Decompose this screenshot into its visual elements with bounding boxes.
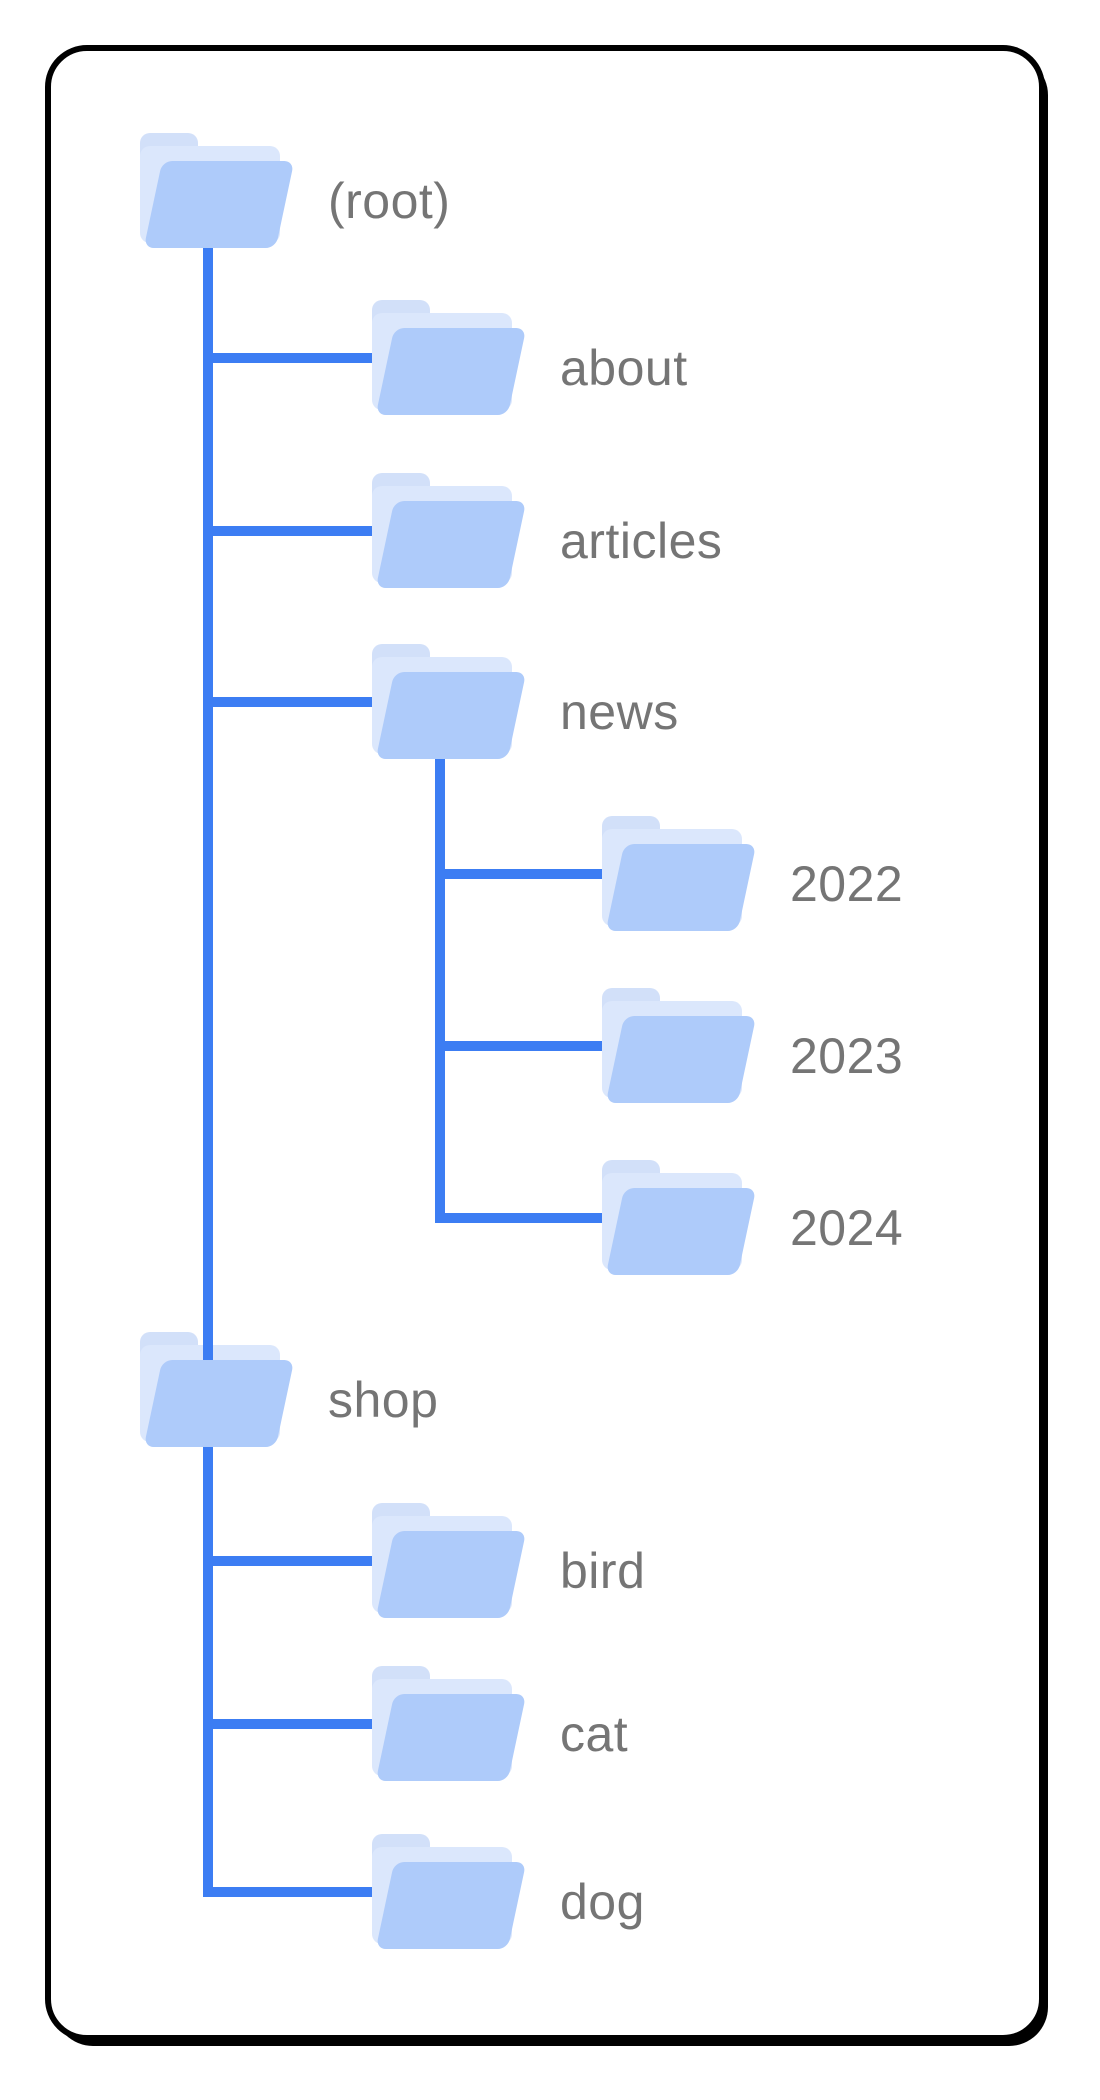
folder-label-root: (root) — [328, 173, 450, 229]
connector-branch-news — [203, 697, 392, 707]
connector-branches — [203, 353, 622, 1897]
folder-front-cat — [377, 1694, 525, 1781]
folder-labels: (root) about articles news 2022 2023 2024 shop b… — [328, 173, 903, 1930]
connector-trunk-news — [435, 752, 445, 1223]
folder-label-about: about — [560, 340, 688, 396]
folder-label-articles: articles — [560, 513, 722, 569]
folder-label-news: news — [560, 684, 679, 740]
folder-label-bird: bird — [560, 1543, 645, 1599]
folder-label-shop: shop — [328, 1372, 438, 1428]
folder-label-dog: dog — [560, 1874, 645, 1930]
folder-front-shop — [145, 1360, 293, 1447]
folder-label-2022: 2022 — [790, 856, 903, 912]
folder-front-2022 — [607, 844, 755, 931]
folder-front-articles — [377, 501, 525, 588]
folder-front-about — [377, 328, 525, 415]
connector-trunk-root — [203, 241, 213, 1370]
connector-branch-bird — [203, 1556, 392, 1566]
folder-front-dog — [377, 1862, 525, 1949]
connector-branch-about — [203, 353, 392, 363]
connector-branch-articles — [203, 526, 392, 536]
folder-label-2024: 2024 — [790, 1200, 903, 1256]
folder-fronts — [145, 161, 755, 1949]
connector-branch-2024 — [435, 1213, 622, 1223]
folder-label-cat: cat — [560, 1706, 628, 1762]
folder-front-bird — [377, 1531, 525, 1618]
connector-branch-2022 — [435, 869, 622, 879]
folder-front-2023 — [607, 1016, 755, 1103]
connector-trunks — [203, 241, 445, 1897]
connector-branch-dog — [203, 1887, 392, 1897]
connector-branch-cat — [203, 1719, 392, 1729]
folder-front-root — [145, 161, 293, 248]
folder-label-2023: 2023 — [790, 1028, 903, 1084]
connector-branch-2023 — [435, 1041, 622, 1051]
folder-front-news — [377, 672, 525, 759]
folder-front-2024 — [607, 1188, 755, 1275]
connector-trunk-shop — [203, 1440, 213, 1897]
